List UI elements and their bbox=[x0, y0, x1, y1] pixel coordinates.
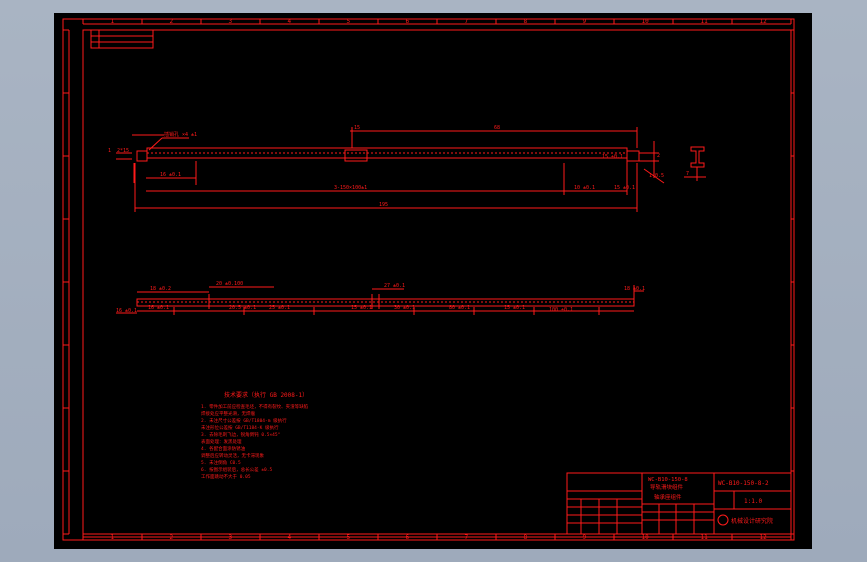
top-slot bbox=[344, 149, 368, 162]
note-line: 调整后应转动灵活，无卡滞现象 bbox=[201, 452, 264, 459]
bdim-10: 100 ±0.1 bbox=[549, 307, 573, 313]
bdim-5: 25 ±0.1 bbox=[269, 305, 290, 311]
title-scale: 1:1.0 bbox=[744, 498, 762, 505]
bdim-7: 27 ±0.1 bbox=[384, 283, 405, 289]
note-line: 1. 零件加工前应检查毛坯，不得有裂纹、夹渣等缺陷 bbox=[201, 403, 309, 410]
note-line: 2. 未注尺寸公差按 GB/T1804-m 级执行 bbox=[201, 417, 287, 424]
zone-label: 3 bbox=[229, 534, 233, 541]
zone-label: 9 bbox=[583, 534, 587, 541]
zone-label: 1 bbox=[111, 18, 115, 25]
bdim-11: 15 ±0.1 bbox=[504, 305, 525, 311]
bdim-4: 20.5 ±0.1 bbox=[229, 305, 256, 311]
dim-side1: 2 bbox=[657, 153, 660, 159]
note-line: 5. 未注倒角 C0.5 bbox=[201, 459, 241, 466]
zone-label: 11 bbox=[701, 534, 709, 541]
title-drawing-no: WC-B10-150-8-2 bbox=[718, 480, 769, 487]
bdim-13: 16 ±0.1 bbox=[116, 308, 137, 314]
dim-68: 68 bbox=[494, 125, 500, 131]
zone-label: 8 bbox=[524, 534, 528, 541]
dim-a: 2*15 bbox=[117, 148, 129, 154]
dim-1: 1 bbox=[108, 148, 111, 154]
technical-notes: 技术要求（执行 GB 2008-1） 1. 零件加工前应检查毛坯，不得有裂纹、夹… bbox=[201, 391, 309, 480]
outer-border bbox=[62, 18, 795, 541]
title-block bbox=[566, 472, 792, 535]
note-line: 焊接处应平整光滑，无焊瘤 bbox=[201, 410, 255, 417]
zone-label: 7 bbox=[465, 18, 469, 25]
top-view bbox=[116, 127, 665, 212]
notes-title: 技术要求（执行 GB 2008-1） bbox=[224, 391, 308, 399]
side-section-view bbox=[684, 146, 706, 181]
note-line: 4. 各配合面涂防锈油 bbox=[201, 445, 246, 452]
dim-left: 16 ±0.1 bbox=[160, 172, 181, 178]
zone-label: 7 bbox=[465, 534, 469, 541]
bottom-view bbox=[116, 285, 644, 315]
zone-label: 11 bbox=[701, 18, 709, 25]
inner-border bbox=[82, 29, 792, 535]
company-logo-icon bbox=[717, 514, 729, 526]
zone-label: 2 bbox=[170, 534, 174, 541]
dim-right2: 15 ±0.1 bbox=[614, 185, 635, 191]
zone-label: 2 bbox=[170, 18, 174, 25]
zone-label: 12 bbox=[760, 18, 768, 25]
callout-text: 插销孔 ×4 ±1 bbox=[164, 131, 197, 138]
bdim-6: 15 ±0.1 bbox=[351, 305, 372, 311]
revision-box bbox=[90, 29, 154, 49]
zone-label: 12 bbox=[760, 534, 768, 541]
dim-side2: 1-0.5 bbox=[649, 173, 664, 179]
title-part-no: WC-B10-150-8 bbox=[648, 477, 688, 483]
dim-mid: 3-150×100±1 bbox=[334, 185, 367, 191]
bdim-9: 80 ±0.1 bbox=[449, 305, 470, 311]
note-line: 3. 去除毛刺飞边，锐角倒钝 0.5×45° bbox=[201, 431, 281, 438]
note-line: 表面处理：发黑处理 bbox=[201, 438, 242, 445]
zone-label: 6 bbox=[406, 534, 410, 541]
bdim-8: 30 ±0.1 bbox=[394, 305, 415, 311]
zone-label: 5 bbox=[347, 534, 351, 541]
zone-label: 8 bbox=[524, 18, 528, 25]
zone-label: 3 bbox=[229, 18, 233, 25]
note-line: 6. 按图示组装后，总长公差 ±0.5 bbox=[201, 466, 272, 473]
title-company: 机械设计研究院 bbox=[731, 517, 773, 525]
dim-right1: 10 ±0.1 bbox=[574, 185, 595, 191]
bdim-12: 18 ±0.1 bbox=[624, 286, 645, 292]
zone-label: 1 bbox=[111, 534, 115, 541]
zone-label: 9 bbox=[583, 18, 587, 25]
zone-label: 10 bbox=[642, 18, 650, 25]
dim-total: 195 bbox=[379, 202, 388, 208]
title-part-name-1: 导轨滑块组件 bbox=[650, 483, 684, 491]
dim-b: 15 ±0.1 bbox=[602, 154, 623, 160]
title-part-name-2: 轴承座组件 bbox=[654, 493, 682, 501]
bdim-2: 20 ±0.100 bbox=[216, 281, 243, 287]
bdim-1: 18 ±0.2 bbox=[150, 286, 171, 292]
note-line: 工作面跳动不大于 0.05 bbox=[201, 473, 251, 480]
zone-label: 4 bbox=[288, 18, 292, 25]
zone-label: 6 bbox=[406, 18, 410, 25]
zone-label: 4 bbox=[288, 534, 292, 541]
dim-side3: 7 bbox=[686, 171, 689, 177]
zone-label: 5 bbox=[347, 18, 351, 25]
dim-15: 15 bbox=[354, 125, 360, 131]
bdim-3: 16 ±0.1 bbox=[148, 305, 169, 311]
zone-label: 10 bbox=[642, 534, 650, 541]
note-line: 未注形位公差按 GB/T1184-K 级执行 bbox=[201, 424, 279, 431]
